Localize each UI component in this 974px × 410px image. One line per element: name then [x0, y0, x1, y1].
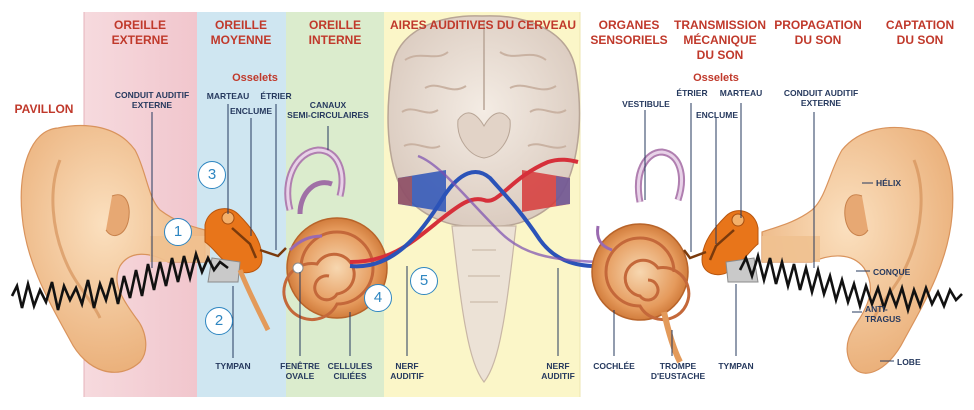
label-etrier-left: ÉTRIER [260, 91, 292, 101]
label-etrier-right: ÉTRIER [676, 88, 708, 98]
left-inner-ear [282, 146, 388, 322]
leader-lines [151, 103, 894, 362]
right-ossicles [683, 210, 759, 283]
label-tympan-right: TYMPAN [718, 361, 754, 371]
label-marteau-right: MARTEAU [719, 88, 763, 98]
label-osselets-right: Osselets [693, 72, 739, 84]
step-marker-2: 2 [205, 307, 233, 335]
zone-title-oreille-interne: OREILLE INTERNE [308, 18, 362, 47]
label-conduit-auditif-left: CONDUIT AUDITIF EXTERNE [114, 90, 190, 110]
label-anti-tragus: ANTI- TRAGUS [865, 304, 901, 324]
step-marker-5: 5 [410, 267, 438, 295]
label-vestibule: VESTIBULE [622, 99, 670, 109]
label-osselets-left: Osselets [232, 72, 278, 84]
label-fenetre-ovale: FENÊTRE OVALE [280, 361, 320, 381]
brain-cross-section [349, 15, 613, 383]
right-inner-ear [591, 148, 691, 364]
label-canaux-semi-circulaires: CANAUX SEMI-CIRCULAIRES [287, 100, 369, 120]
zone-title-oreille-externe: OREILLE EXTERNE [111, 18, 169, 47]
label-tympan-left: TYMPAN [215, 361, 251, 371]
sound-wave-left [10, 249, 229, 311]
label-enclume-left: ENCLUME [229, 106, 273, 116]
step-marker-4: 4 [364, 284, 392, 312]
zone-title-transmission: TRANSMISSION MÉCANIQUE DU SON [673, 18, 767, 62]
label-conduit-auditif-right: CONDUIT AUDITIF EXTERNE [783, 88, 859, 108]
sound-wave-right [738, 251, 963, 315]
label-marteau-left: MARTEAU [206, 91, 250, 101]
step-marker-3: 3 [198, 161, 226, 189]
label-trompe-eustache: TROMPE D'EUSTACHE [650, 361, 706, 381]
step-marker-1: 1 [164, 218, 192, 246]
label-enclume-right: ENCLUME [695, 110, 739, 120]
left-ossicles [204, 208, 287, 332]
zone-title-propagation: PROPAGATION DU SON [774, 18, 862, 47]
zone-title-aires-auditives: AIRES AUDITIVES DU CERVEAU [389, 18, 577, 32]
zone-title-organes-sensoriels: ORGANES SENSORIELS [590, 18, 668, 47]
label-cellules-ciliees: CELLULES CILIÉES [327, 361, 373, 381]
zone-bg-oreille-moyenne [197, 12, 286, 397]
label-conque: CONQUE [873, 267, 911, 277]
label-helix: HÉLIX [876, 178, 902, 188]
label-lobe: LOBE [897, 357, 921, 367]
right-ear-pinna [761, 126, 954, 374]
label-cochlee: COCHLÉE [593, 361, 635, 371]
zone-title-captation: CAPTATION DU SON [885, 18, 955, 47]
zone-title-pavillon: PAVILLON [14, 102, 74, 116]
zone-title-oreille-moyenne: OREILLE MOYENNE [210, 18, 272, 47]
label-nerf-auditif-right: NERF AUDITIF [541, 361, 575, 381]
label-nerf-auditif-left: NERF AUDITIF [390, 361, 424, 381]
